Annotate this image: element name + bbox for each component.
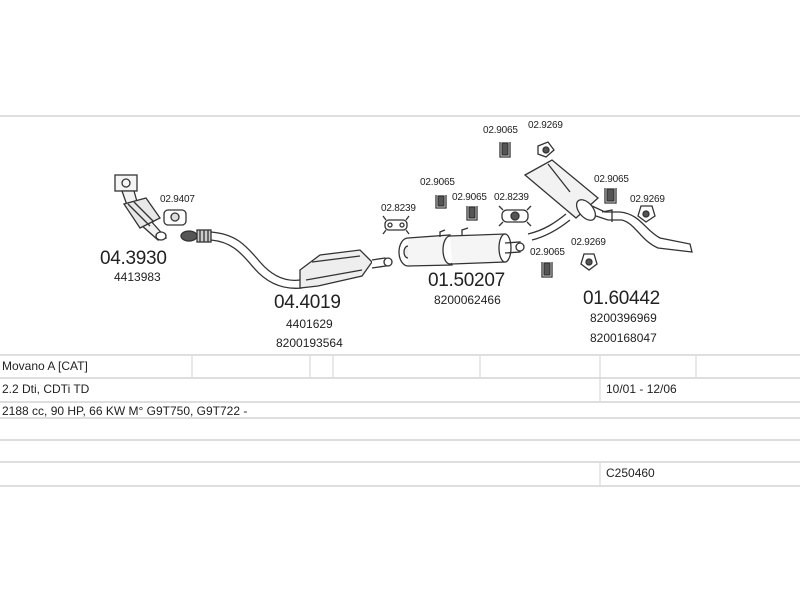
info-row-code: C250460 xyxy=(0,463,800,486)
rubber-ring-drawing-b xyxy=(637,205,656,223)
part-code-0160442[interactable]: 01.60442 xyxy=(583,288,660,309)
fitting-code-028239-left[interactable]: 02.8239 xyxy=(381,203,416,214)
centre-silencer-drawing xyxy=(398,227,525,267)
rubber-ring-drawing-a xyxy=(537,141,555,158)
rubber-hanger-drawing-e xyxy=(541,262,553,278)
rubber-ring-drawing-c xyxy=(580,253,598,271)
rubber-hanger-drawing-a xyxy=(435,195,447,209)
rear-silencer-drawing xyxy=(523,159,693,253)
part-ref-8200168047: 8200168047 xyxy=(590,331,657,345)
fitting-code-029269-a[interactable]: 02.9269 xyxy=(528,120,563,131)
part-ref-8200062466: 8200062466 xyxy=(434,293,501,307)
bracket-fitting-drawing-b xyxy=(498,205,532,227)
bracket-fitting-drawing xyxy=(382,215,410,235)
production-dates: 10/01 - 12/06 xyxy=(606,382,677,396)
info-row-engine: 2.2 Dti, CDTi TD 10/01 - 12/06 xyxy=(0,379,800,402)
fitting-code-028239-right[interactable]: 02.8239 xyxy=(494,192,529,203)
part-code-044019[interactable]: 04.4019 xyxy=(274,292,341,313)
middle-catalyst-drawing xyxy=(180,229,393,289)
part-code-043930[interactable]: 04.3930 xyxy=(100,248,167,269)
engine-specs: 2188 cc, 90 HP, 66 KW M° G9T750, G9T722 … xyxy=(2,404,248,418)
rubber-hanger-drawing-b xyxy=(466,206,478,221)
fitting-code-029269-b[interactable]: 02.9269 xyxy=(630,194,665,205)
info-row-specs: 2188 cc, 90 HP, 66 KW M° G9T750, G9T722 … xyxy=(0,403,800,418)
fitting-code-029269-c[interactable]: 02.9269 xyxy=(571,237,606,248)
front-catalyst-drawing xyxy=(114,174,168,241)
fitting-code-029065-b[interactable]: 02.9065 xyxy=(452,192,487,203)
fitting-code-029065-d[interactable]: 02.9065 xyxy=(594,174,629,185)
fitting-code-029065-a[interactable]: 02.9065 xyxy=(420,177,455,188)
fitting-code-029065-e[interactable]: 02.9065 xyxy=(530,247,565,258)
info-row-model: Movano A [CAT] xyxy=(0,356,800,378)
rubber-hanger-drawing-d xyxy=(604,188,617,204)
vehicle-model: Movano A [CAT] xyxy=(2,359,88,373)
fitting-code-029407[interactable]: 02.9407 xyxy=(160,194,195,205)
part-ref-8200193564: 8200193564 xyxy=(276,336,343,350)
part-ref-4401629: 4401629 xyxy=(286,317,333,331)
catalogue-code: C250460 xyxy=(606,466,655,480)
part-code-0150207[interactable]: 01.50207 xyxy=(428,270,505,291)
clamp-fitting-drawing xyxy=(163,209,187,226)
fitting-code-029065-c[interactable]: 02.9065 xyxy=(483,125,518,136)
engine-type: 2.2 Dti, CDTi TD xyxy=(2,382,90,396)
part-ref-8200396969: 8200396969 xyxy=(590,311,657,325)
rubber-hanger-drawing-c xyxy=(499,142,511,158)
part-ref-4413983: 4413983 xyxy=(114,270,161,284)
